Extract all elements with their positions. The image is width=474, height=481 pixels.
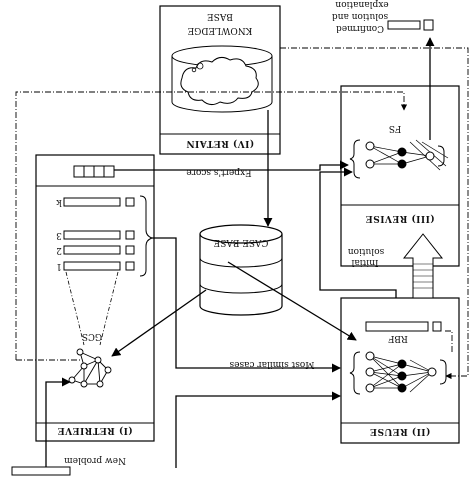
- fs-network: [349, 139, 449, 179]
- base-label: BASE: [207, 11, 233, 21]
- explanation-label: explanation: [335, 0, 388, 9]
- solution-label: solution: [348, 246, 385, 256]
- case-list: k 3 2 1: [56, 195, 154, 277]
- experts-score-label: Expert's score: [186, 167, 251, 177]
- solution-and-label: solution and: [332, 11, 388, 21]
- reuse-panel: (II) REUSE RBF: [340, 297, 460, 444]
- confirmed-label: Confirmed: [336, 23, 384, 33]
- knowledge-label: KNOWLEDGE: [188, 25, 253, 35]
- rbf-network: [349, 351, 447, 395]
- rbf-label: RBF: [388, 333, 408, 343]
- case-base-label: CASE BASE: [214, 237, 269, 247]
- retrieve-panel: (I) RETRIEVE k 3 2 1: [35, 154, 155, 442]
- retrieve-title: (I) RETRIEVE: [57, 425, 132, 436]
- revise-panel: (III) REVISE FS: [340, 85, 460, 267]
- revise-title: (III) REVISE: [365, 213, 434, 224]
- case-base: CASE BASE: [199, 224, 283, 316]
- new-problem-box: New problem: [11, 455, 126, 476]
- list-item-label: 2: [56, 245, 62, 255]
- confirmed-solution-box: explanation solution and Confirmed: [332, 0, 434, 33]
- knowledge-base: BASE KNOWLEDGE: [171, 11, 273, 113]
- initial-label: Initial: [351, 257, 378, 267]
- list-item-label: k: [56, 197, 62, 207]
- retain-title: (IV) RETAIN: [186, 138, 254, 149]
- most-similar-cases-label: Most similar cases: [229, 359, 314, 369]
- new-problem-label: New problem: [64, 455, 126, 465]
- gcs-network: GCS: [68, 331, 112, 388]
- score-grid: [73, 165, 115, 178]
- list-item-label: 3: [56, 230, 62, 240]
- retain-panel: (IV) RETAIN BASE KNOWLEDGE: [159, 5, 281, 155]
- list-item-label: 1: [56, 261, 62, 271]
- reuse-title: (II) REUSE: [370, 426, 431, 437]
- fs-label: FS: [389, 123, 401, 133]
- gcs-label: GCS: [82, 331, 102, 341]
